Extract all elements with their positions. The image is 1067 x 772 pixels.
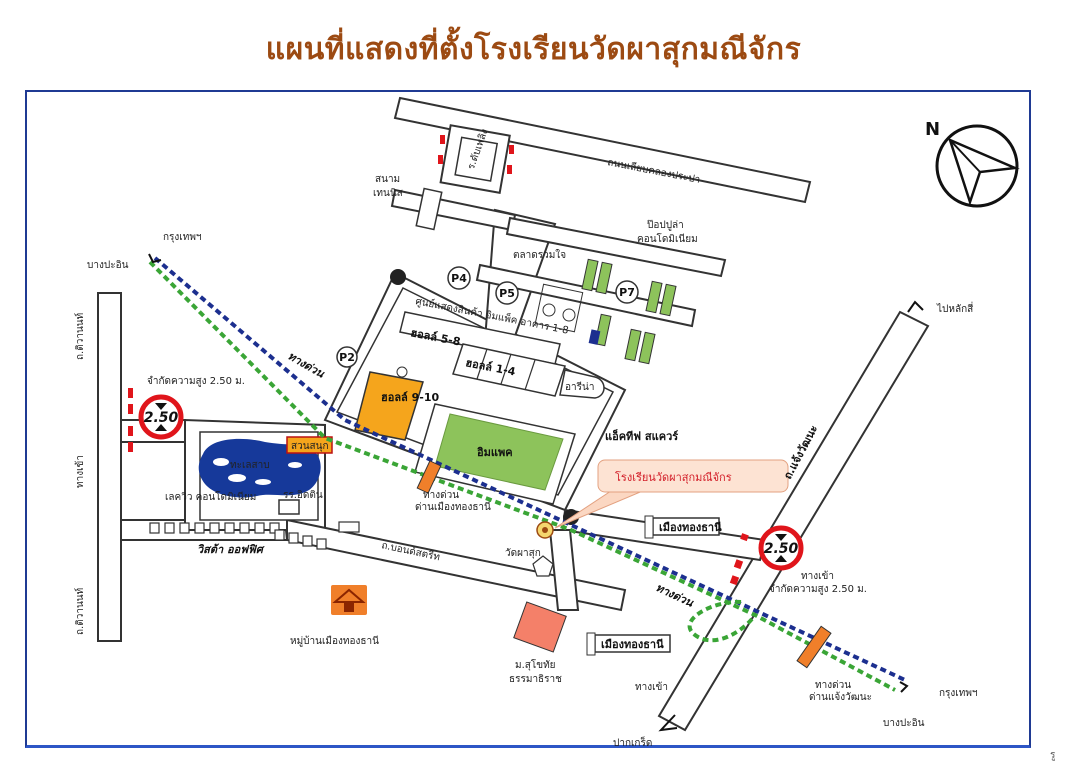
parking-p2: P2 — [336, 346, 358, 368]
map-canvas[interactable]: ร.ดับเพลิง สวนสนุก ทะเลสาบ รร.อิดติน เลค… — [25, 90, 1031, 748]
parking-blue-lot — [588, 329, 601, 345]
compass-icon: N — [925, 119, 1020, 208]
toll-plaza-right — [796, 625, 832, 669]
road-wat-vertical — [548, 529, 580, 611]
route-arrows — [148, 253, 924, 732]
svg-text:P4: P4 — [451, 272, 467, 285]
active-square-label: แอ็คทีฟ สแควร์ — [605, 429, 678, 443]
impact-label: อิมแพค — [477, 446, 513, 459]
village-icon — [331, 585, 367, 615]
parking-p5: P5 — [495, 281, 519, 305]
road-tiwanon-label-1: ถ.ติวานนท์ — [74, 313, 86, 360]
to-pakkret-label: ปากเกร็ด — [613, 735, 652, 748]
mueang-thong-sign-2: เมืองทองธานี — [586, 632, 671, 656]
svg-text:2.50: 2.50 — [144, 410, 179, 426]
to-bangkok-bottom: กรุงเทพฯ — [939, 688, 978, 699]
entrance-left-label: ทางเข้า — [74, 455, 86, 488]
mueang-thong-sign-1: เมืองทองธานี — [644, 515, 722, 539]
svg-text:P5: P5 — [499, 287, 515, 300]
road-tiwanon — [97, 292, 122, 642]
parking-small-markers — [534, 283, 584, 333]
wat-phasuk-shape — [532, 555, 554, 577]
toll-plaza-left — [416, 460, 442, 494]
corner-mark: รู — [1050, 750, 1056, 761]
hall-1-4-dividers — [476, 348, 536, 391]
tennis-label: สนามเทนนิส — [373, 174, 403, 199]
arena — [559, 369, 605, 399]
amusement-park-box — [286, 436, 333, 454]
road-bond-street — [286, 518, 627, 612]
height-limit-left-label: จำกัดความสูง 2.50 ม. — [147, 376, 245, 387]
vista-office-blocks — [149, 522, 327, 550]
road-tiwanon-label-2: ถ.ติวานนท์ — [74, 588, 86, 635]
lake-islands — [213, 458, 302, 485]
university-label: ม.สุโขทัยธรรมาธิราช — [509, 658, 562, 685]
vista-office-label: วิสต้า ออฟฟิศ — [197, 543, 265, 556]
entrance-right-label: ทางเข้า — [801, 570, 834, 582]
toll-plaza-right-label: ทางด่วนด่านแจ้งวัฒนะ — [809, 680, 872, 703]
lake-label: ทะเลสาบ — [230, 460, 270, 471]
impact-arena-field — [434, 413, 564, 491]
svg-text:N: N — [925, 119, 940, 140]
hall-9-10 — [354, 371, 424, 441]
svg-text:2.50: 2.50 — [764, 541, 799, 557]
svg-text:เมืองทองธานี: เมืองทองธานี — [659, 521, 722, 534]
height-sign-right: 2.50 — [758, 525, 804, 571]
hall-9-10-label: ฮอลล์ 9-10 — [381, 391, 440, 404]
parking-green-lots — [581, 258, 677, 365]
to-bangpa-bottom: บางปะอิน — [883, 718, 925, 729]
pop-market-label: ตลาดรวมใจ — [513, 249, 566, 261]
height-limit-right-label: จำกัดความสูง 2.50 ม. — [769, 584, 867, 595]
parking-p7: P7 — [615, 280, 639, 304]
tennis-court-block — [415, 187, 443, 231]
toll-plaza-left-label: ทางด่วนด่านเมืองทองธานี — [415, 490, 491, 513]
roundabout-top — [390, 269, 406, 285]
route-green-loop — [687, 599, 757, 643]
hall-marker-small — [396, 366, 408, 378]
fire-station-marks — [438, 135, 514, 174]
lakeside-small-building — [278, 499, 300, 515]
height-sign-left: 2.50 — [138, 394, 184, 440]
school-callout-box — [597, 459, 789, 493]
map-title: แผนที่แสดงที่ตั้งโรงเรียนวัดผาสุกมณีจักร — [265, 32, 802, 67]
parking-p4: P4 — [447, 266, 471, 290]
university-block — [513, 601, 567, 653]
svg-text:P7: P7 — [619, 286, 635, 299]
road-grid-3 — [505, 216, 727, 278]
route-green — [148, 260, 896, 692]
hall-1-4 — [452, 343, 566, 397]
svg-text:P2: P2 — [339, 351, 355, 364]
condo-lakeview-label: เลควิว คอนโดมิเนียม — [165, 490, 256, 503]
condo-pop-label: ป๊อปปูล่าคอนโดมิเนียม — [637, 219, 698, 245]
amusement-park-label: สวนสนุก — [291, 441, 329, 452]
small-building-lower — [338, 521, 360, 533]
lake-school-label: รร.อิดติน — [283, 490, 323, 501]
school-callout-label: โรงเรียนวัดผาสุกมณีจักร — [615, 470, 732, 484]
school-marker[interactable] — [536, 521, 554, 539]
entrance-bottom-label: ทางเข้า — [635, 681, 668, 693]
arena-label: อารีน่า — [565, 381, 594, 393]
svg-text:เมืองทองธานี: เมืองทองธานี — [601, 638, 664, 651]
wat-phasuk-label: วัดผาสุก — [505, 548, 541, 559]
to-bangpa-top: บางปะอิน — [87, 260, 129, 271]
height-bars-right — [729, 533, 749, 586]
height-bars-left — [128, 388, 133, 452]
fire-station-inner — [454, 136, 499, 182]
to-laksi-label: ไปหลักสี่ — [936, 301, 973, 315]
village-label: หมู่บ้านเมืองทองธานี — [290, 635, 379, 647]
to-bangkok-top: กรุงเทพฯ — [163, 232, 202, 243]
road-chaeng-wattana — [657, 310, 930, 732]
road-khlong-prapa — [393, 96, 812, 204]
